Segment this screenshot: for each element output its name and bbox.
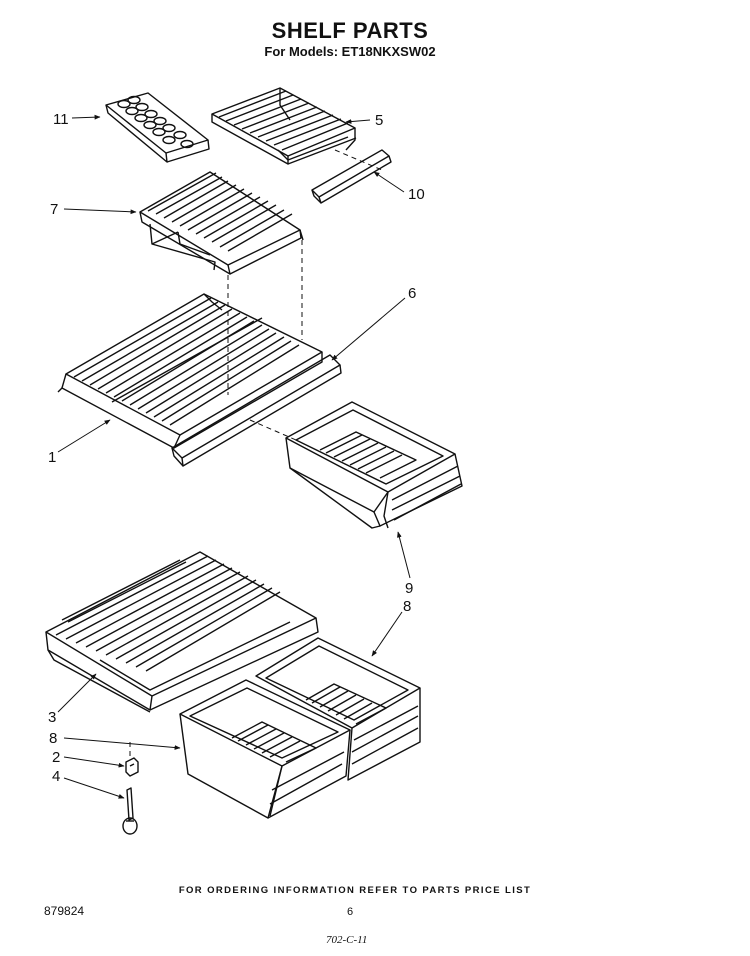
callout-7: 7 xyxy=(50,201,58,218)
model-subtitle: For Models: ET18NKXSW02 xyxy=(264,44,436,59)
callout-2: 2 xyxy=(52,749,60,766)
callout-3: 3 xyxy=(48,709,56,726)
page-number: 6 xyxy=(347,906,354,918)
callout-5: 5 xyxy=(375,112,383,129)
small-wire-shelf-part-5 xyxy=(211,87,357,165)
crisper-pan-right-part-8 xyxy=(255,637,421,781)
callout-8-lower: 8 xyxy=(49,730,57,747)
trim-bar-part-10 xyxy=(311,149,392,204)
callout-11: 11 xyxy=(53,111,69,128)
page-title: SHELF PARTS xyxy=(271,18,429,43)
trim-strip-part-6 xyxy=(171,354,342,467)
document-number: 879824 xyxy=(44,904,85,918)
callout-10: 10 xyxy=(408,186,425,203)
callout-4: 4 xyxy=(52,768,60,785)
ice-tray-part-11 xyxy=(105,92,210,163)
large-wire-shelf-part-1 xyxy=(57,293,323,449)
callout-8-upper: 8 xyxy=(403,598,411,615)
roller-part-4 xyxy=(122,787,138,835)
callout-6: 6 xyxy=(408,285,416,302)
callout-1: 1 xyxy=(48,449,56,466)
crisper-cover-part-3 xyxy=(45,551,319,713)
alignment-lines xyxy=(129,149,383,760)
ordering-note: FOR ORDERING INFORMATION REFER TO PARTS … xyxy=(178,885,532,896)
crisper-pan-left-part-8 xyxy=(179,679,351,819)
handwritten-code: 702-C-11 xyxy=(326,934,368,946)
meat-pan-part-9 xyxy=(285,401,463,529)
pan-cover-part-7 xyxy=(139,171,304,275)
callout-9: 9 xyxy=(405,580,413,597)
clip-part-2 xyxy=(125,757,139,777)
leader-lines xyxy=(57,114,411,799)
